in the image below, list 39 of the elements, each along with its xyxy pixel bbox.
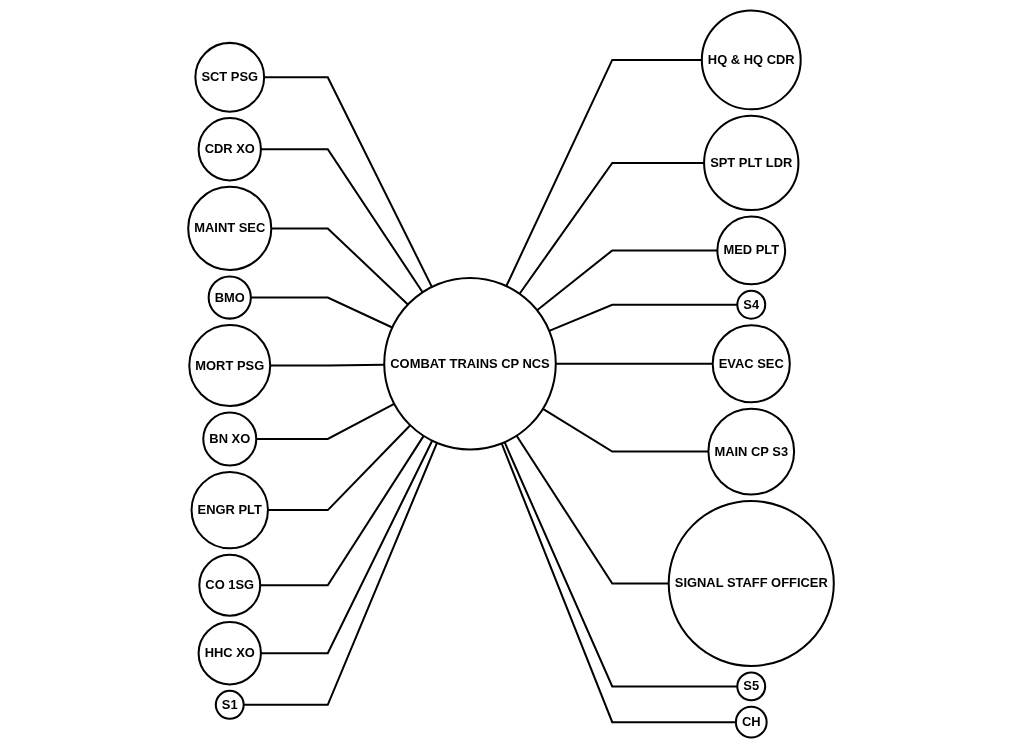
node-circle: S5 xyxy=(736,671,767,702)
connector xyxy=(503,441,738,688)
node-circle: ENGR PLT xyxy=(190,470,269,550)
node-circle: MAINT SEC xyxy=(187,185,273,271)
node-circle: CO 1SG xyxy=(198,553,262,617)
node-circle: SPT PLT LDR xyxy=(703,114,800,212)
node-circle: S4 xyxy=(736,289,767,320)
connector xyxy=(271,227,409,306)
connector xyxy=(536,249,718,312)
connector xyxy=(548,303,738,332)
connector xyxy=(256,402,395,440)
node-circle: COMBAT TRAINS CP NCS xyxy=(383,276,557,451)
connector xyxy=(260,440,434,655)
node-circle: SIGNAL STAFF OFFICER xyxy=(667,499,835,667)
node-circle: HQ & HQ CDR xyxy=(700,9,802,111)
connector xyxy=(260,148,424,293)
node-circle: CDR XO xyxy=(197,117,262,182)
connector xyxy=(270,363,385,367)
connector xyxy=(267,424,411,512)
node-circle: MORT PSG xyxy=(188,324,272,408)
connector xyxy=(260,435,425,587)
connector xyxy=(500,443,736,724)
connector xyxy=(250,296,393,329)
node-circle: SCT PSG xyxy=(194,41,266,113)
connector xyxy=(264,76,433,288)
node-circle: HHC XO xyxy=(197,621,262,686)
connector xyxy=(542,407,709,453)
node-circle: BMO xyxy=(207,275,252,320)
connector xyxy=(518,161,705,295)
node-circle: MED PLT xyxy=(716,215,787,286)
node-circle: MAIN CP S3 xyxy=(707,407,796,496)
connector xyxy=(505,58,702,287)
connector xyxy=(555,362,713,365)
node-circle: S1 xyxy=(214,689,245,720)
node-circle: EVAC SEC xyxy=(711,324,791,404)
connector xyxy=(243,442,438,706)
connector xyxy=(515,435,669,585)
node-circle: CH xyxy=(734,705,768,739)
node-circle: BN XO xyxy=(202,411,258,467)
